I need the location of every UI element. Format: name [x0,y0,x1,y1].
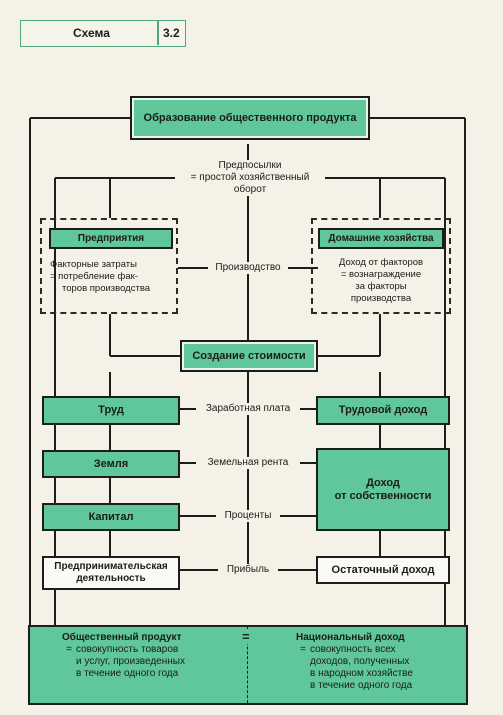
households-text: Доход от факторов = вознаграждение за фа… [316,257,446,305]
enterprises-line3: торов производства [62,283,151,294]
land-text: Земля [93,457,129,470]
households-line2: = вознаграждение [340,269,422,280]
wages-text: Заработная плата [205,403,291,414]
enterprises-title-text: Предприятия [77,233,145,244]
households-title-text: Домашние хозяйства [328,233,434,244]
households-group [311,218,451,314]
national-income-title: Национальный доход [296,632,405,643]
entrepreneurship-line1: Предпринимательская [54,561,168,572]
bottom-equals-text: = [242,629,250,644]
social-product-equals: = [66,644,72,655]
top-title-text: Образование общественного продукта [143,111,357,124]
value-creation-text: Создание стоимости [192,349,306,362]
households-line3: за факторы [355,281,407,292]
social-product-line1: совокупность товаров [76,644,179,655]
social-product-line2: и услуг, произведенных [76,656,185,667]
bottom-equals: = [241,629,251,644]
labor-income-text: Трудовой доход [338,404,428,416]
prerequisites-text: Предпосылки = простой хозяйственный обор… [175,160,325,196]
production-text: Производство [215,262,281,273]
social-product-block: Общественный продукт = совокупность товар… [62,632,242,680]
property-income-line2: от собственности [334,489,432,502]
households-title: Домашние хозяйства [318,228,444,249]
residual-income-box: Остаточный доход [316,556,450,584]
national-income-line3: в народном хозяйстве [310,668,413,679]
value-creation-box: Создание стоимости [180,340,318,372]
prerequisites-line3: оборот [233,184,267,195]
header-divider [157,21,159,45]
labor-income-box: Трудовой доход [316,396,450,425]
labor-text: Труд [98,404,124,416]
property-income-box: Доход от собственности [316,448,450,531]
national-income-block: Национальный доход = совокупность всех до… [296,632,456,692]
social-product-title: Общественный продукт [62,632,182,643]
labor-box: Труд [42,396,180,425]
wages-label: Заработная плата [196,403,300,415]
enterprises-group [40,218,178,314]
production-label: Производство [208,262,288,274]
interest-label: Проценты [216,510,280,522]
capital-box: Капитал [42,503,180,531]
social-product-formation-title: Образование общественного продукта [130,96,370,140]
profit-label: Прибыль [218,564,278,576]
interest-text: Проценты [224,510,272,521]
land-box: Земля [42,450,180,478]
capital-text: Капитал [88,510,134,523]
bottom-divider [247,627,248,703]
prerequisites-line1: Предпосылки [218,160,282,171]
scheme-label: Схема [73,26,110,40]
enterprises-line2: = потребление фак- [50,271,138,282]
property-income-line1: Доход [366,476,400,489]
profit-text: Прибыль [226,564,270,575]
entrepreneurship-line2: деятельность [76,573,146,584]
households-line4: производства [350,293,412,304]
national-income-equals: = [300,644,306,655]
national-income-line1: совокупность всех [310,644,396,655]
enterprises-title: Предприятия [49,228,173,249]
header-box: Схема 3.2 [20,20,186,47]
scheme-number: 3.2 [163,26,180,40]
land-rent-label: Земельная рента [196,457,300,469]
residual-income-text: Остаточный доход [331,563,435,576]
national-income-line2: доходов, полученных [310,656,410,667]
land-rent-text: Земельная рента [207,457,289,468]
prerequisites-line2: = простой хозяйственный [190,172,310,183]
social-product-line3: в течение одного года [76,668,179,679]
enterprises-line1: Факторные затраты [50,259,137,270]
households-line1: Доход от факторов [338,257,424,268]
national-income-line4: в течение одного года [310,680,413,691]
enterprises-text: Факторные затраты = потребление фак- тор… [50,259,176,295]
entrepreneurship-box: Предпринимательская деятельность [42,556,180,590]
